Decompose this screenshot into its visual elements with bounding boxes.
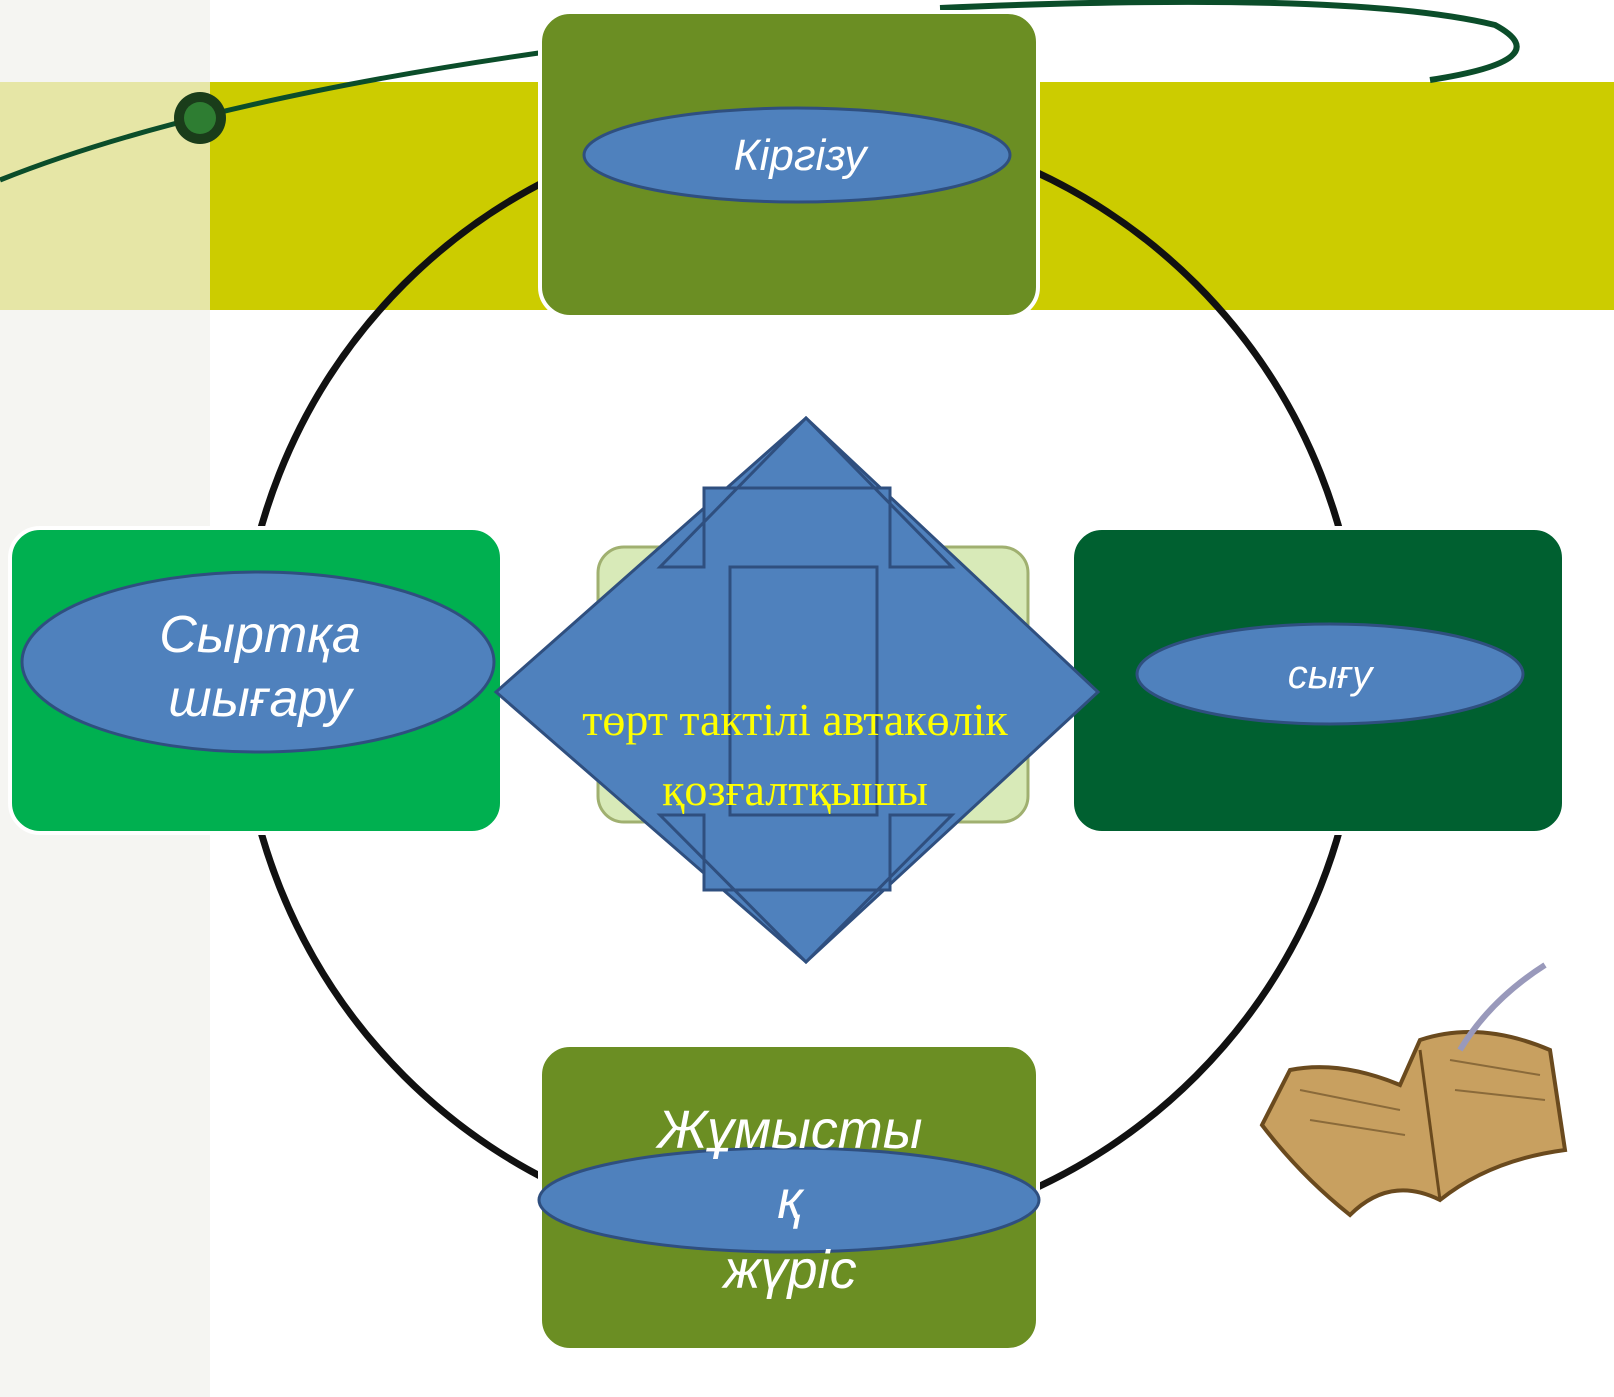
stage-label-power-line3: жүріс [723,1240,857,1300]
stage-label-exhaust-line1: Сыртқа [159,606,361,664]
stage-label-exhaust-line2: шығару [168,670,352,728]
decor-curve-left [0,47,561,183]
down-arrow-icon [656,813,956,965]
center-title: төрт тактілі автакөлік қозғалтқышы [470,685,1120,825]
center-title-line1: төрт тактілі автакөлік [582,694,1008,745]
stage-label-power-line1: Жұмысты [657,1100,923,1160]
ellipse-exhaust [20,570,496,754]
arrow-shaft [728,565,879,817]
stage-label-intake: Кіргізу [733,131,867,180]
up-arrow-icon [656,415,956,569]
stage-label-exhaust: Сыртқа шығару [40,592,480,742]
decor-dot-inner [184,102,216,134]
stage-label-power-line2: қ [777,1170,803,1230]
stage-label-power: Жұмысты қ жүріс [560,1090,1020,1310]
ellipse-power [537,1146,1041,1254]
open-book-icon [1259,962,1568,1218]
decor-curve-right [939,0,1520,83]
ellipse-intake [582,106,1012,204]
ellipse-compression [1135,622,1525,726]
stage-label-compression: сығу [1287,652,1373,697]
center-title-line2: қозғалтқышы [662,764,928,815]
